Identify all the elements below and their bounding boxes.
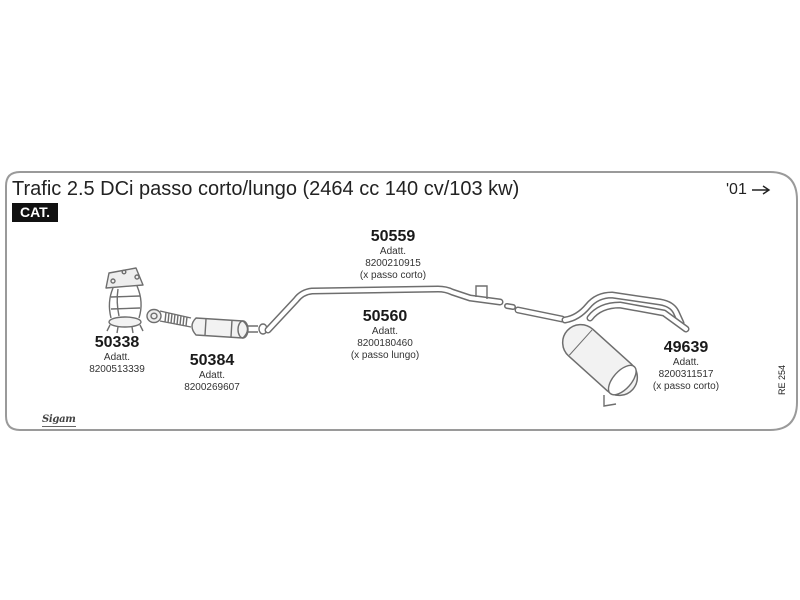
adatt-label: Adatt. — [371, 326, 399, 337]
adatt-code: 8200513339 — [89, 364, 145, 375]
manifold-50338-drawing — [105, 267, 144, 334]
adatt-label: Adatt. — [379, 246, 407, 257]
part-note: (x passo corto) — [652, 381, 720, 392]
arrow-right-icon — [751, 185, 771, 195]
adatt-code: 8200210915 — [365, 258, 421, 269]
downpipe-50384-drawing — [146, 308, 268, 339]
diagram-title: Trafic 2.5 DCi passo corto/lungo (2464 c… — [12, 178, 520, 200]
part-note: (x passo corto) — [359, 270, 427, 281]
part-label-50560: 50560 Adatt. 8200180460 (x passo lungo) — [325, 308, 445, 362]
reference-code: RE 254 — [777, 364, 787, 396]
adatt-code: 8200180460 — [357, 338, 413, 349]
adatt-label: Adatt. — [103, 352, 131, 363]
adatt-code: 8200269607 — [184, 382, 240, 393]
diagram-border — [5, 171, 798, 431]
part-label-50559: 50559 Adatt. 8200210915 (x passo corto) — [333, 228, 453, 282]
rear-silencer-49639-drawing — [561, 291, 690, 407]
brand-logo: Sigam — [42, 414, 76, 427]
part-label-50384: 50384 Adatt. 8200269607 — [152, 352, 272, 394]
part-code: 49639 — [663, 339, 709, 356]
adatt-code: 8200311517 — [658, 369, 714, 380]
part-code: 50384 — [189, 352, 235, 369]
part-code: 50560 — [362, 308, 408, 325]
part-code: 50559 — [370, 228, 416, 245]
cat-badge: CAT. — [12, 203, 58, 222]
part-label-49639: 49639 Adatt. 8200311517 (x passo corto) — [626, 339, 746, 393]
adatt-label: Adatt. — [672, 357, 700, 368]
part-label-50338: 50338 Adatt. 8200513339 — [57, 334, 177, 376]
intermediate-pipe-drawing — [264, 285, 566, 334]
adatt-label: Adatt. — [198, 370, 226, 381]
part-note: (x passo lungo) — [350, 350, 420, 361]
year-label: '01 — [726, 181, 747, 198]
part-code: 50338 — [94, 334, 140, 351]
year-range: '01 — [726, 181, 771, 199]
